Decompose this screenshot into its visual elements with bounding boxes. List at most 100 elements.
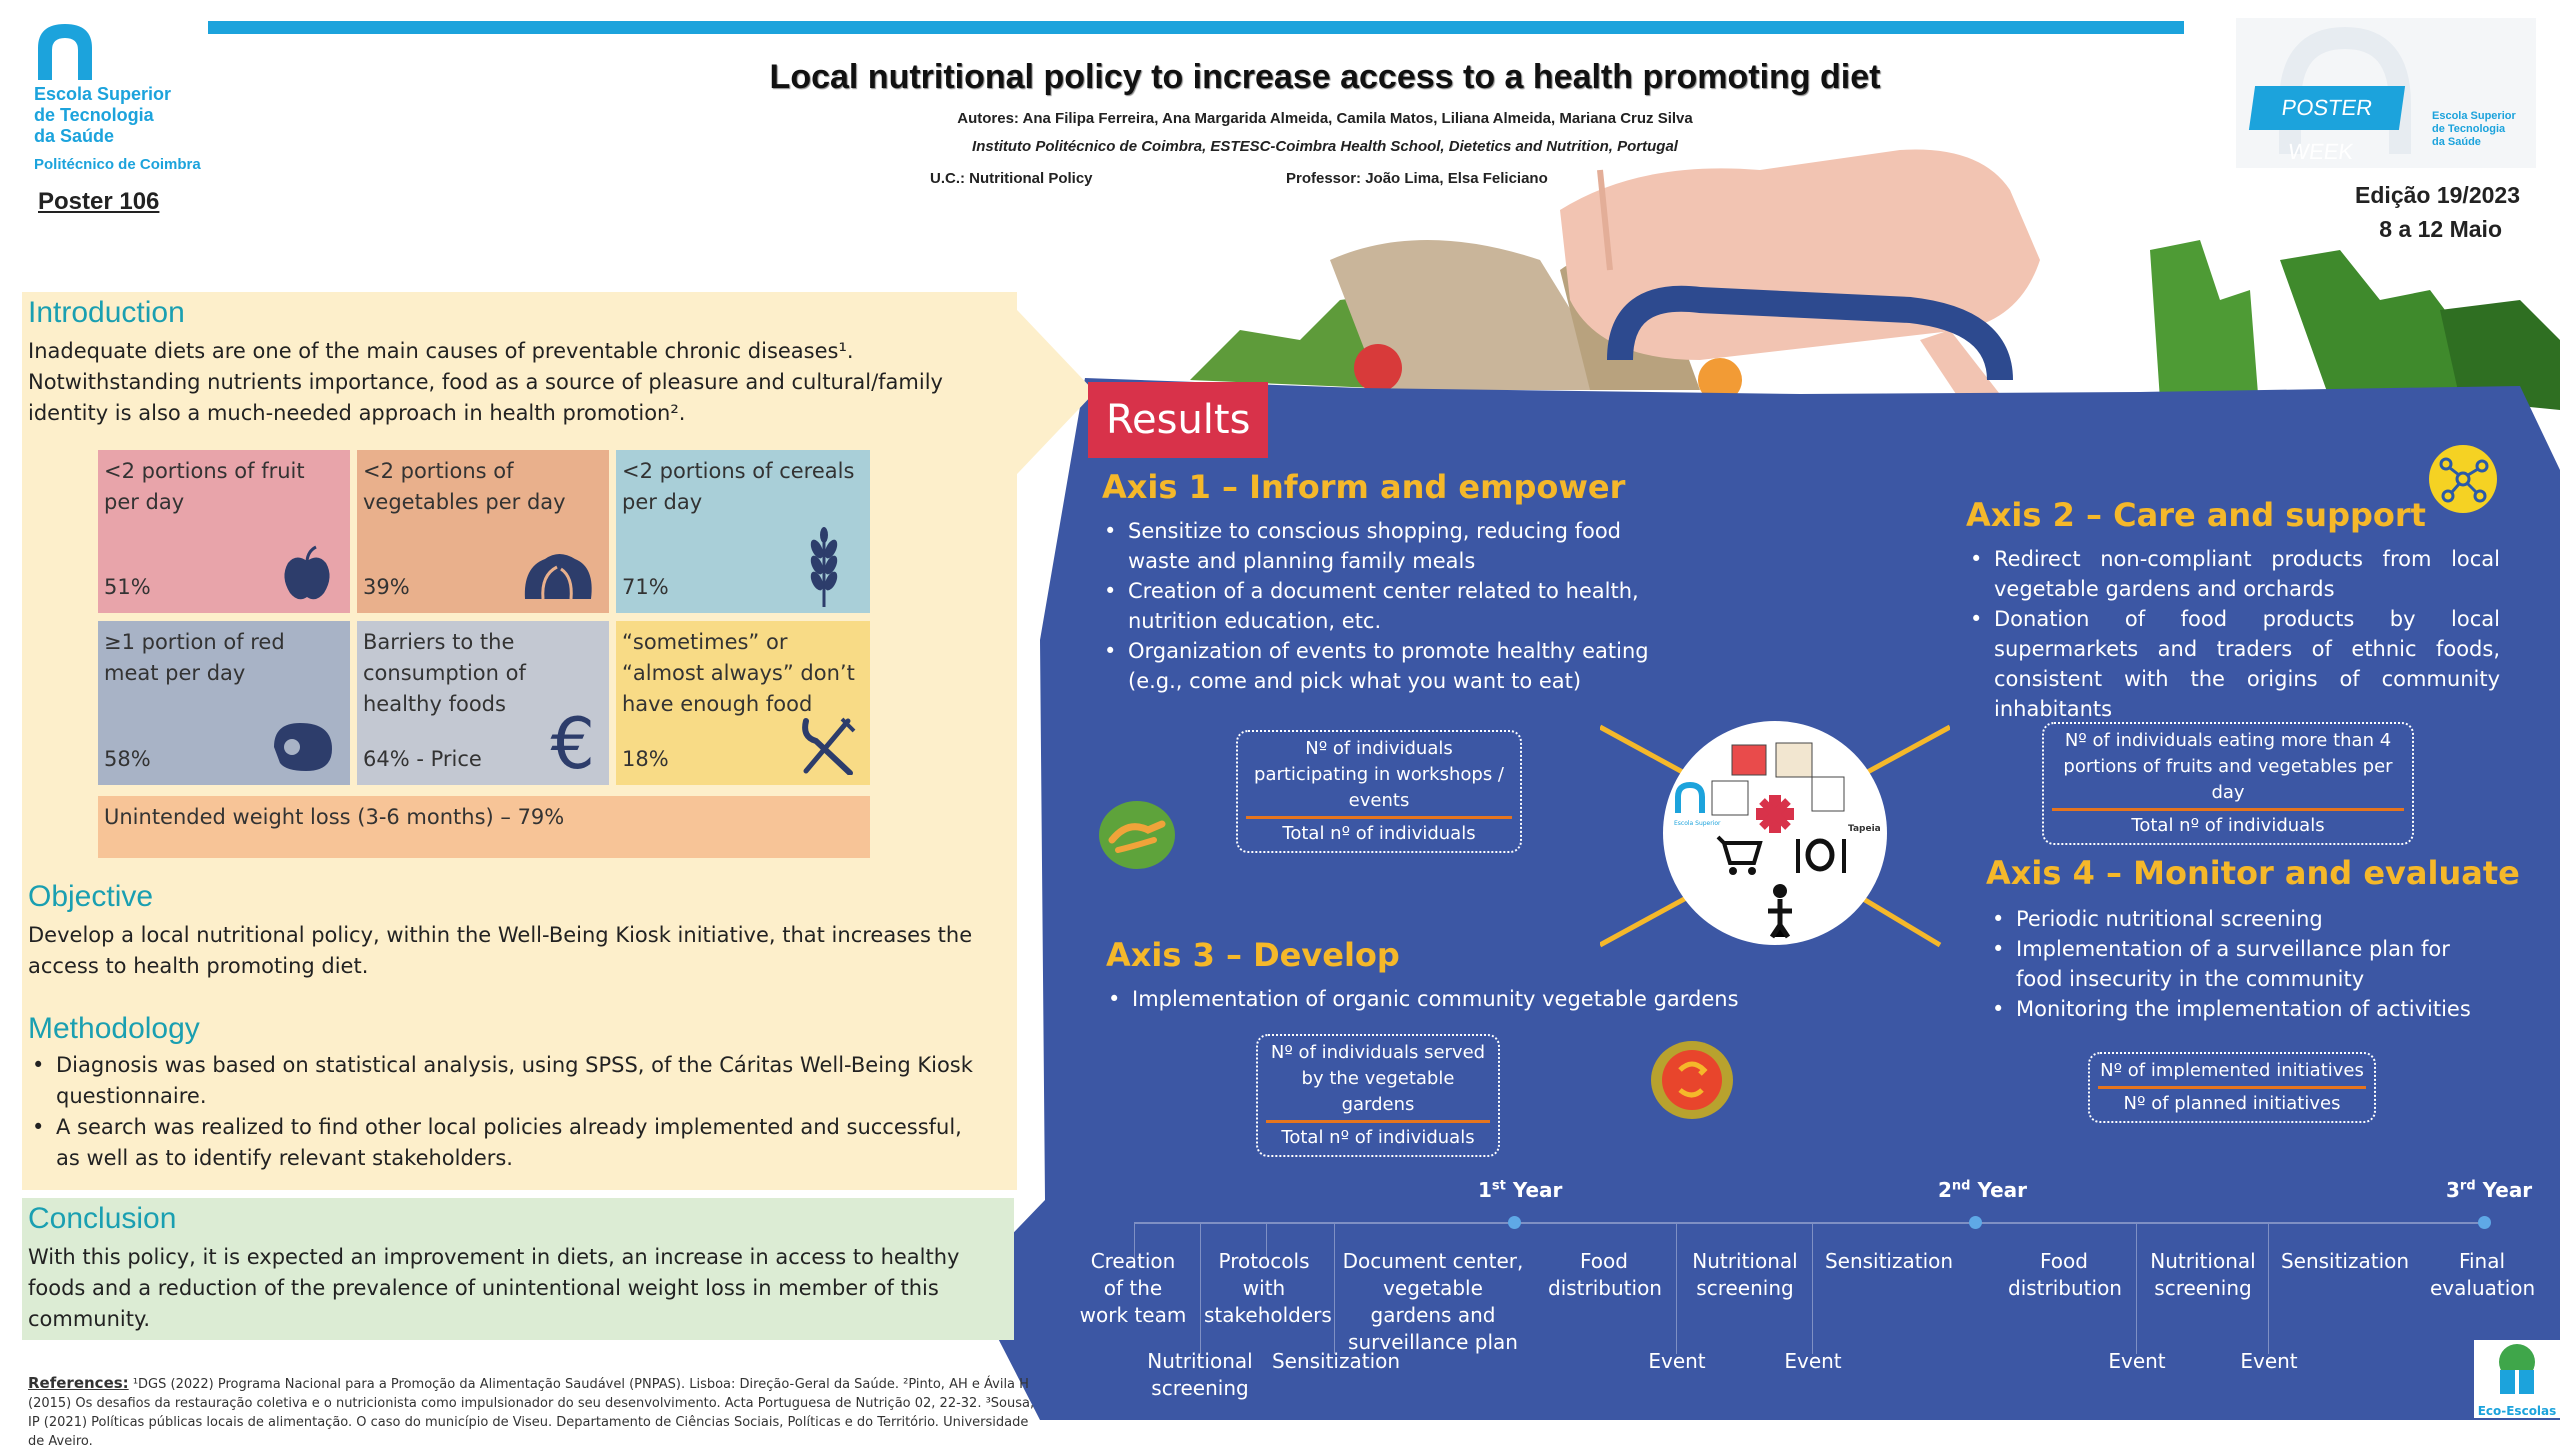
- axis4-item: Periodic nutritional screening: [1988, 904, 2478, 934]
- timeline-tick: [2268, 1224, 2269, 1354]
- axis3-item: Implementation of organic community vege…: [1104, 984, 1744, 1014]
- timeline-tick: [1812, 1224, 1813, 1354]
- introduction-heading: Introduction: [28, 296, 185, 329]
- axis4-list: Periodic nutritional screening Implement…: [1988, 904, 2478, 1024]
- timeline-item: Final evaluation: [2430, 1249, 2536, 1300]
- axis4-indicator-denominator: Nº of planned initiatives: [2123, 1093, 2341, 1114]
- timeline-item: Sensitization: [1824, 1249, 1954, 1273]
- stat-fruit: <2 portions of fruit per day 51%: [98, 450, 350, 613]
- stat-barriers: Barriers to the consumption of healthy f…: [357, 621, 609, 785]
- methodology-list: Diagnosis was based on statistical analy…: [28, 1050, 988, 1174]
- stat-weight-loss-label: Unintended weight loss (3-6 months) – 79…: [104, 805, 565, 829]
- axis4-heading: Axis 4 – Monitor and evaluate: [1986, 854, 2520, 892]
- top-accent-bar: [208, 21, 2184, 34]
- professors: Professor: João Lima, Elsa Feliciano: [1286, 170, 1548, 187]
- wheat-icon: [810, 527, 838, 607]
- stat-barriers-value: 64% - Price: [363, 747, 482, 771]
- objective-text: Develop a local nutritional policy, with…: [28, 923, 973, 978]
- authors-line: Autores: Ana Filipa Ferreira, Ana Margar…: [957, 110, 1693, 127]
- stat-vegetables: <2 portions of vegetables per day 39%: [357, 450, 609, 613]
- timeline-item: Protocols with stakeholders: [1204, 1249, 1332, 1327]
- timeline-item: Nutritional screening: [1692, 1249, 1798, 1300]
- poster-week-banner: POSTER WEEK: [2248, 86, 2406, 164]
- stat-red-meat-value: 58%: [104, 747, 151, 771]
- eco-escolas-label: Eco-Escolas: [2477, 1404, 2557, 1418]
- meat-icon: [274, 723, 332, 771]
- axis1-item: Sensitize to conscious shopping, reducin…: [1100, 516, 1680, 576]
- axis2-heading: Axis 2 – Care and support: [1966, 496, 2426, 534]
- eco-escolas-logo: Eco-Escolas: [2474, 1340, 2560, 1418]
- timeline-item: Nutritional screening: [2150, 1249, 2256, 1300]
- timeline-item: Event: [2240, 1349, 2298, 1373]
- axis4-item: Implementation of a surveillance plan fo…: [1988, 934, 2478, 994]
- poster-week-school-text: Escola Superior de Tecnologia da Saúde: [2432, 110, 2516, 148]
- stat-food-insecurity-label: “sometimes” or “almost always” don’t hav…: [622, 630, 855, 716]
- timeline-item: Creation of the work team: [1079, 1249, 1187, 1327]
- svg-text:Escola Superior: Escola Superior: [1674, 820, 1721, 827]
- methodology-heading: Methodology: [28, 1012, 200, 1045]
- timeline-tick: [1200, 1224, 1201, 1354]
- timeline-year-1: 1st Year: [1478, 1178, 1563, 1202]
- stat-fruit-label: <2 portions of fruit per day: [104, 459, 305, 514]
- edition-info: Edição 19/2023 8 a 12 Maio: [2300, 178, 2520, 246]
- timeline-year-2: 2nd Year: [1938, 1178, 2028, 1202]
- recycle-icon: [1651, 1041, 1733, 1119]
- timeline-tick: [1134, 1224, 1135, 1260]
- eco-escolas-tree-icon: [2499, 1344, 2535, 1394]
- axis3-heading: Axis 3 – Develop: [1106, 936, 1400, 974]
- intro-panel-arrow: [1000, 292, 1095, 492]
- axis2-indicator-denominator: Total nº of individuals: [2131, 815, 2325, 836]
- timeline-year-marker: [2478, 1216, 2491, 1229]
- course-unit: U.C.: Nutritional Policy: [930, 170, 1093, 187]
- timeline-tick: [2136, 1224, 2137, 1354]
- timeline-item: Document center, vegetable gardens and s…: [1342, 1249, 1524, 1354]
- timeline-tick: [1266, 1224, 1267, 1260]
- timeline-year-marker: [1969, 1216, 1982, 1229]
- methodology-item: Diagnosis was based on statistical analy…: [28, 1050, 988, 1112]
- axis1-item: Organization of events to promote health…: [1100, 636, 1680, 696]
- apple-icon: [284, 545, 330, 600]
- timeline-tick: [1334, 1224, 1335, 1354]
- axis2-indicator-numerator: Nº of individuals eating more than 4 por…: [2052, 728, 2404, 811]
- axis2-list: Redirect non-compliant products from loc…: [1966, 544, 2500, 724]
- axis1-item: Creation of a document center related to…: [1100, 576, 1680, 636]
- stat-food-insecurity: “sometimes” or “almost always” don’t hav…: [616, 621, 870, 785]
- axis3-indicator-numerator: Nº of individuals served by the vegetabl…: [1266, 1040, 1490, 1123]
- school-logo-icon: [38, 24, 92, 80]
- network-icon: [2429, 445, 2497, 513]
- school-logo-subtitle: Politécnico de Coimbra: [34, 156, 201, 173]
- introduction-text: Inadequate diets are one of the main cau…: [28, 339, 943, 425]
- timeline-item: Event: [1648, 1349, 1706, 1373]
- timeline-item: Nutritional screening: [1147, 1349, 1253, 1400]
- cabbage-icon: [524, 554, 592, 600]
- stat-cereals-value: 71%: [622, 575, 669, 599]
- axis1-indicator-denominator: Total nº of individuals: [1282, 823, 1476, 844]
- edition-label: Edição 19/2023: [2355, 182, 2520, 208]
- timeline-item: Event: [2108, 1349, 2166, 1373]
- center-label: Tapeia: [1848, 824, 1881, 834]
- stat-weight-loss: Unintended weight loss (3-6 months) – 79…: [98, 796, 870, 858]
- fork-knife-icon: [802, 717, 856, 775]
- axis3-indicator-denominator: Total nº of individuals: [1281, 1127, 1475, 1148]
- axis3-list: Implementation of organic community vege…: [1104, 984, 1744, 1014]
- school-logo-text: Escola Superior de Tecnologia da Saúde: [34, 84, 172, 146]
- stat-cereals-label: <2 portions of cereals per day: [622, 459, 855, 514]
- stakeholders-emblem: Escola Superior Tapeia: [1600, 721, 1950, 948]
- poster-title: Local nutritional policy to increase acc…: [769, 58, 1881, 96]
- conclusion-heading: Conclusion: [28, 1202, 177, 1235]
- timeline-tick: [1676, 1224, 1677, 1354]
- stat-barriers-label: Barriers to the consumption of healthy f…: [363, 630, 526, 716]
- timeline-item: Event: [1784, 1349, 1842, 1373]
- axis2-item: Redirect non-compliant products from loc…: [1966, 544, 2500, 604]
- conclusion-text: With this policy, it is expected an impr…: [28, 1245, 960, 1331]
- stat-red-meat: ≥1 portion of red meat per day 58%: [98, 621, 350, 785]
- handshake-icon: [1099, 801, 1175, 869]
- stat-vegetables-label: <2 portions of vegetables per day: [363, 459, 566, 514]
- conclusion-panel: [22, 1198, 1014, 1340]
- stat-cereals: <2 portions of cereals per day 71%: [616, 450, 870, 613]
- results-tag: Results: [1088, 382, 1268, 458]
- stat-vegetables-value: 39%: [363, 575, 410, 599]
- axis3-indicator: Nº of individuals served by the vegetabl…: [1256, 1034, 1500, 1157]
- timeline-year-marker: [1508, 1216, 1521, 1229]
- references-label: References:: [28, 1374, 129, 1392]
